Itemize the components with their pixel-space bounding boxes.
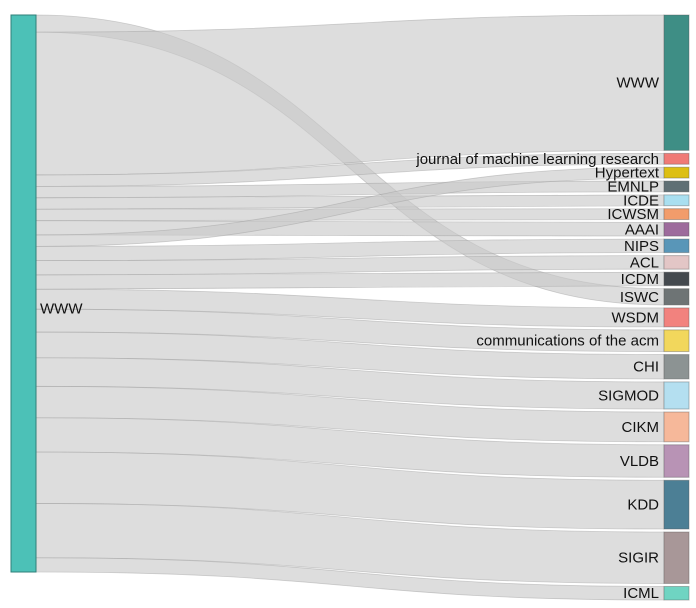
sankey-labels: WWW WWW journal of machine learning resear… <box>40 75 660 603</box>
node-target-icdm <box>663 271 690 287</box>
label-source-www: WWW <box>40 300 83 317</box>
label-target-icdm: ICDM <box>621 271 659 288</box>
node-target-aaai <box>663 222 690 237</box>
node-target-cikm <box>663 411 690 443</box>
link-acl <box>35 255 665 276</box>
link-communications-of-the-acm <box>35 308 665 352</box>
label-target-sigmod: SIGMOD <box>598 387 659 404</box>
node-target-communications-of-the-acm <box>663 329 690 353</box>
node-target-kdd <box>663 479 690 530</box>
node-target-sigir <box>663 531 690 584</box>
label-target-vldb: VLDB <box>620 453 659 470</box>
node-target-iswc <box>663 288 690 306</box>
link-www <box>35 14 665 176</box>
node-target-chi <box>663 354 690 380</box>
node-target-icwsm <box>663 208 690 221</box>
label-target-communications-of-the-acm: communications of the acm <box>476 333 659 350</box>
link-sigir <box>35 503 665 584</box>
node-target-icde <box>663 194 690 207</box>
link-cikm <box>35 385 665 443</box>
label-target-nips: NIPS <box>624 238 659 255</box>
node-target-icml <box>663 585 690 601</box>
label-target-acl: ACL <box>630 254 659 271</box>
label-target-journal-of-machine-learning-research: journal of machine learning research <box>415 151 659 168</box>
label-target-icde: ICDE <box>623 192 659 209</box>
node-source-www <box>10 14 37 573</box>
node-target-nips <box>663 238 690 254</box>
label-target-aaai: AAAI <box>625 221 659 238</box>
node-target-www <box>663 14 690 151</box>
node-target-wsdm <box>663 307 690 328</box>
sankey-nodes <box>10 14 690 601</box>
label-target-emnlp: EMNLP <box>607 178 659 195</box>
label-target-icml: ICML <box>623 585 659 602</box>
label-target-iswc: ISWC <box>620 289 659 306</box>
node-target-vldb <box>663 444 690 478</box>
label-target-hypertext: Hypertext <box>595 165 660 182</box>
label-target-chi: CHI <box>633 359 659 376</box>
label-target-www: WWW <box>617 75 660 92</box>
label-target-kdd: KDD <box>627 497 659 514</box>
node-target-sigmod <box>663 381 690 410</box>
link-vldb <box>35 417 665 478</box>
label-target-icwsm: ICWSM <box>607 206 659 223</box>
label-target-sigir: SIGIR <box>618 550 659 567</box>
node-target-acl <box>663 255 690 270</box>
label-target-cikm: CIKM <box>622 419 660 436</box>
sankey-links <box>35 14 665 601</box>
node-target-emnlp <box>663 180 690 193</box>
label-target-wsdm: WSDM <box>612 309 660 326</box>
node-target-journal-of-machine-learning-research <box>663 152 690 165</box>
node-target-hypertext <box>663 166 690 179</box>
